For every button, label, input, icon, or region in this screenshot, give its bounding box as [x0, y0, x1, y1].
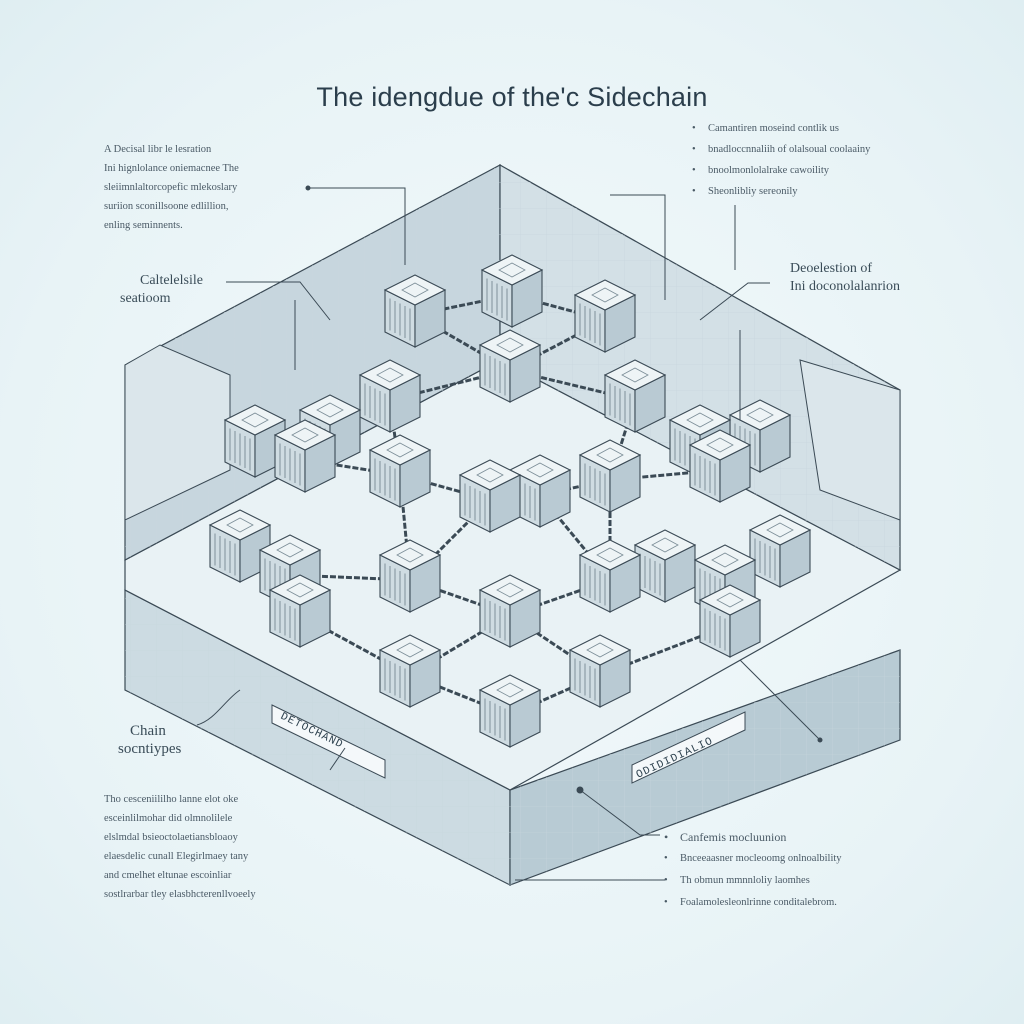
- chain-node-box: [378, 539, 442, 613]
- note-line: suriion sconillsoone edlillion,: [104, 201, 229, 212]
- note-line: elslmdal bsieoctolaetiansbloaoy: [104, 832, 238, 843]
- note-line: A Decisal libr le lesration: [104, 144, 212, 155]
- chain-node-box: [478, 674, 542, 748]
- chain-node-box: [578, 539, 642, 613]
- chain-node-box: [478, 574, 542, 648]
- label-line: Ini doconolalanrion: [790, 279, 901, 294]
- label-right-upper: Deoelestion of Ini doconolalanrion: [790, 260, 900, 296]
- note-line: and cmelhet eltunae escoinliar: [104, 870, 232, 881]
- label-left-upper: Caltelelsile seatioom: [120, 272, 203, 308]
- chain-node-box: [573, 279, 637, 353]
- bullet-item: Sheonlibliy sereonily: [690, 181, 870, 202]
- note-line: sostlrarbar tley elasbhcterenllvoeely: [104, 889, 256, 900]
- bullet-item: Foalamolesleonlrinne conditalebrom.: [662, 892, 842, 914]
- chain-node-box: [268, 574, 332, 648]
- chain-node-box: [748, 514, 812, 588]
- bottom-right-bullets: Canfemis mocluunion Bnceeaasner mocleoom…: [662, 826, 842, 914]
- bullet-item: Th obmun mmnnloliy laomhes: [662, 870, 842, 892]
- bullet-item: Canfemis mocluunion: [662, 826, 842, 848]
- bullet-item: bnadloccnnaliih of olalsoual coolaainy: [690, 139, 870, 160]
- chain-node-box: [383, 274, 447, 348]
- chain-node-box: [458, 459, 522, 533]
- bottom-left-note: Tho cesceniililho lanne elot oke esceinl…: [104, 790, 256, 904]
- chain-node-box: [368, 434, 432, 508]
- page-title: The idengdue of the'c Sidechain: [316, 82, 708, 112]
- label-line: Caltelelsile: [140, 273, 203, 288]
- top-left-note: A Decisal libr le lesration Ini hignlola…: [104, 140, 239, 235]
- label-line: Chain: [130, 723, 166, 739]
- label-line: seatioom: [120, 291, 171, 306]
- chain-node-box: [578, 439, 642, 513]
- note-line: esceinlilmohar did olmnolilele: [104, 813, 233, 824]
- note-line: enling seminnents.: [104, 220, 183, 231]
- chain-node-box: [273, 419, 337, 493]
- note-line: Tho cesceniililho lanne elot oke: [104, 794, 239, 805]
- chain-node-box: [688, 429, 752, 503]
- note-line: sleiimnlaltorcopefic mlekoslary: [104, 182, 238, 193]
- label-chain: Chain socntiypes: [118, 722, 181, 758]
- chain-node-box: [478, 329, 542, 403]
- chain-node-box: [480, 254, 544, 328]
- note-line: elaesdelic cunall Elegirlmaey tany: [104, 851, 249, 862]
- bullet-item: bnoolmonlolalrake cawoility: [690, 160, 870, 181]
- platform-walls: [124, 163, 901, 571]
- chain-node-box: [698, 584, 762, 658]
- chain-node-box: [358, 359, 422, 433]
- label-line: Deoelestion of: [790, 261, 873, 276]
- chain-node-box: [568, 634, 632, 708]
- chain-node-box: [633, 529, 697, 603]
- callout-leaders: [196, 185, 823, 881]
- top-right-bullets: Camantiren moseind contlik us bnadloccnn…: [690, 118, 870, 202]
- bullet-item: Bnceeaasner mocleoomg onlnoalbility: [662, 848, 842, 870]
- bullet-item: Camantiren moseind contlik us: [690, 118, 870, 139]
- chain-nodes: [208, 254, 812, 748]
- chain-node-box: [378, 634, 442, 708]
- chain-node-box: [603, 359, 667, 433]
- label-line: socntiypes: [118, 741, 182, 757]
- note-line: Ini hignlolance oniemacnee The: [104, 163, 239, 174]
